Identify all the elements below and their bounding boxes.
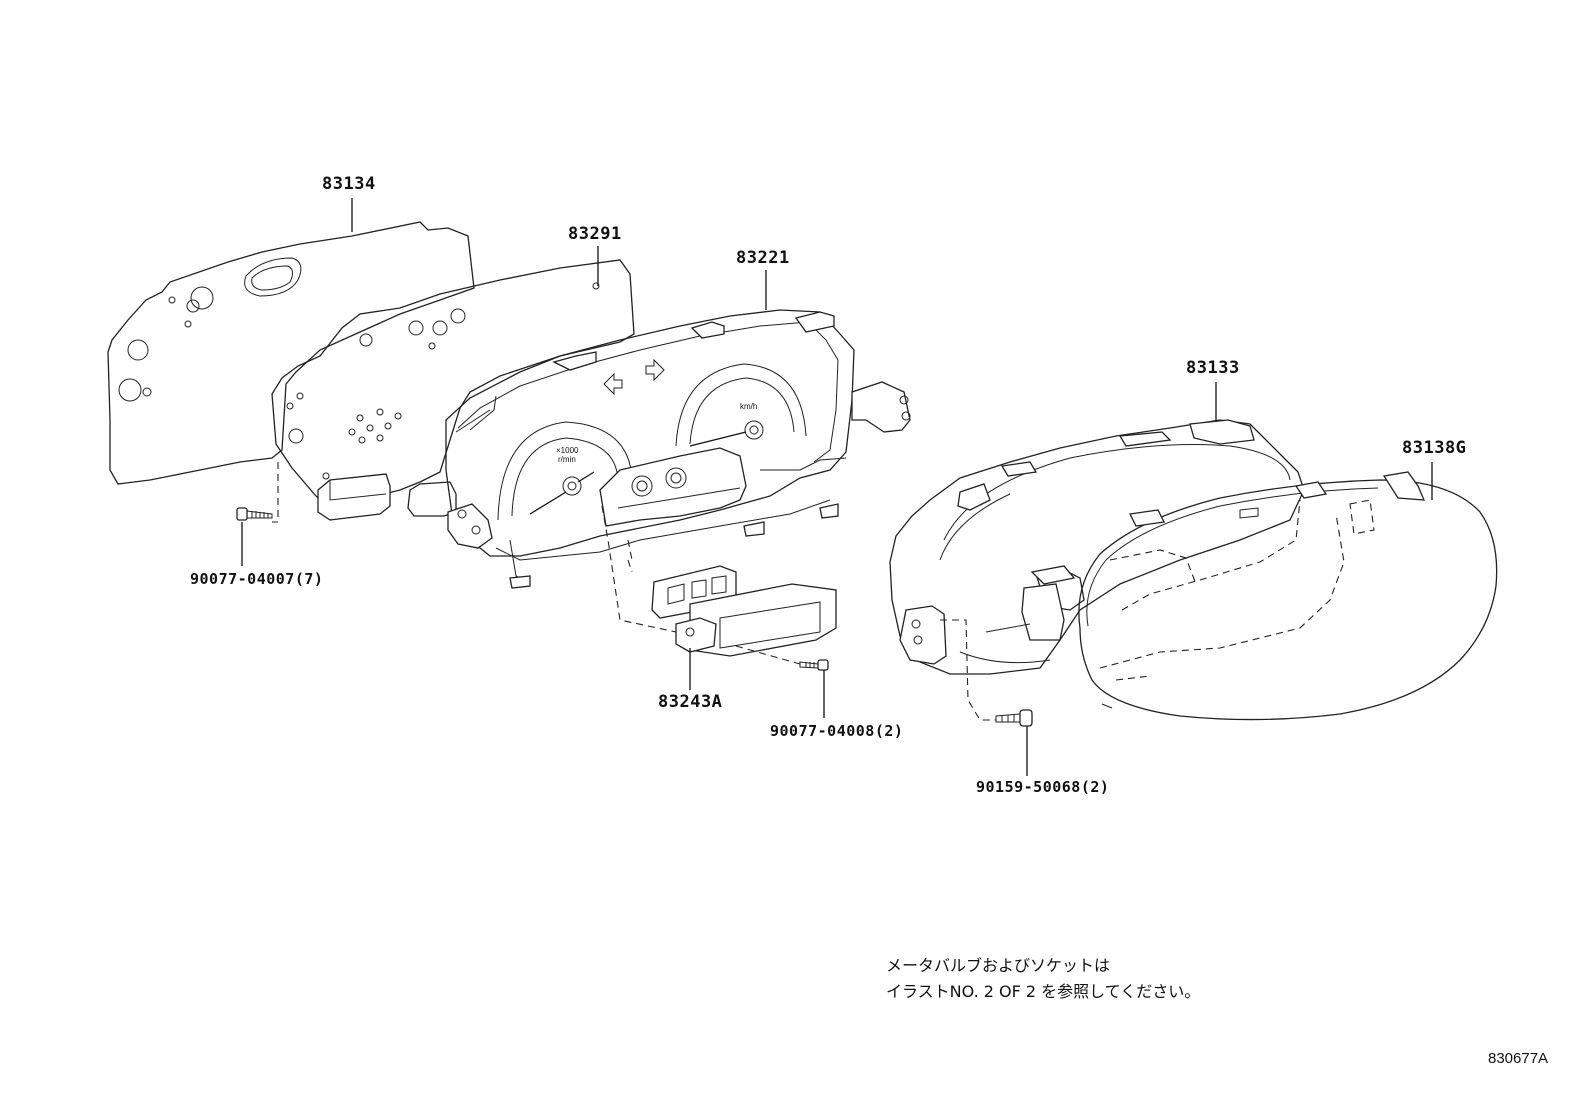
label-83243a: 83243A — [658, 692, 723, 712]
label-screw-90077-04008: 90077-04008(2) — [770, 722, 904, 740]
part-83134-back-plate — [107, 221, 475, 485]
assembly-lines — [272, 462, 996, 721]
tach-unit-label-1: ×1000 — [556, 446, 579, 455]
screw-90077-04007-icon — [236, 507, 273, 521]
screw-90077-04008-icon — [799, 659, 829, 671]
note-line-2: イラストNO. 2 OF 2 を参照してください。 — [886, 982, 1201, 1001]
label-83133: 83133 — [1186, 358, 1240, 378]
part-83138g-glass-cover — [1030, 471, 1498, 721]
label-83221: 83221 — [736, 248, 790, 268]
label-screw-90077-04007: 90077-04007(7) — [190, 570, 324, 588]
label-83291: 83291 — [568, 224, 622, 244]
label-screw-90159-50068: 90159-50068(2) — [976, 778, 1110, 796]
part-83243a-display-module — [651, 565, 837, 657]
note-line-1: メータバルブおよびソケットは — [886, 956, 1111, 975]
leader-lines — [241, 198, 1433, 776]
label-83134: 83134 — [322, 174, 376, 194]
speed-unit-label: km/h — [740, 402, 758, 411]
figure-code: 830677A — [1488, 1050, 1549, 1067]
label-83138g: 83138G — [1402, 438, 1467, 458]
part-83291-circuit-board — [271, 259, 635, 521]
screw-90159-50068-icon — [995, 709, 1033, 727]
part-83221-meter-housing — [445, 309, 911, 589]
tach-unit-label-2: r/min — [558, 455, 576, 464]
part-83133-meter-hood — [889, 419, 1305, 675]
